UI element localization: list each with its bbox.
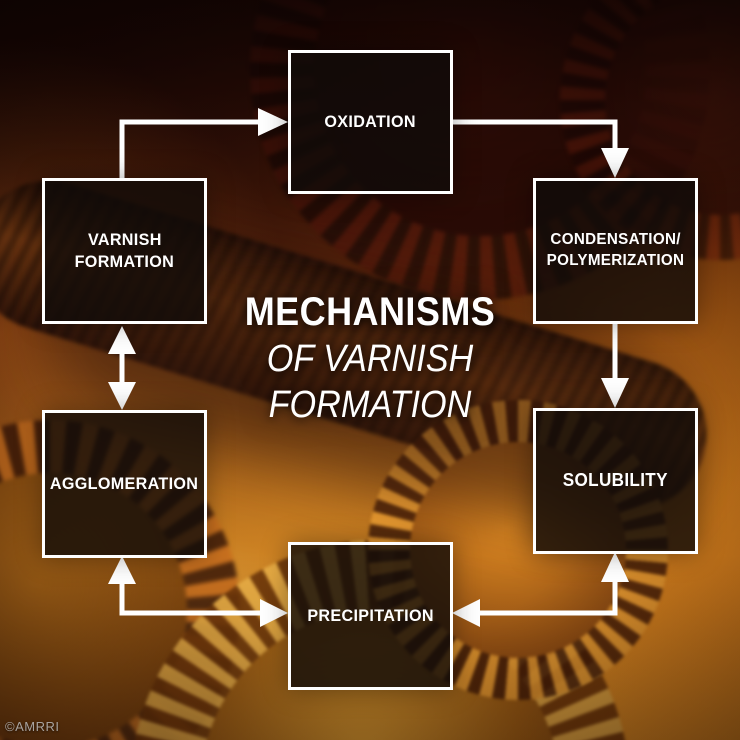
page-title: MECHANISMS OF VARNISH FORMATION (0, 292, 740, 424)
arrowhead-up-into-varnish-icon (108, 326, 136, 354)
arrow-oxidation-to-condensation (452, 119, 618, 150)
arrow-varnish-to-oxidation (119, 119, 260, 178)
node-label: CONDENSATION/ (550, 231, 681, 249)
node-oxidation: OXIDATION (288, 50, 453, 194)
node-label: VARNISH (87, 229, 162, 249)
arrowhead-up-into-solubility-icon (601, 552, 629, 582)
arrowhead-into-condensation-icon (601, 148, 629, 178)
title-line-2: OF VARNISH (266, 338, 474, 380)
node-varnish-formation: VARNISH FORMATION (42, 178, 207, 324)
arrowhead-into-precipitation-right-icon (260, 599, 288, 627)
arrowhead-up-into-agglomeration-icon (108, 556, 136, 584)
arrowhead-into-solubility-icon (601, 378, 629, 408)
arrowhead-into-oxidation-icon (258, 108, 288, 136)
node-label: AGGLOMERATION (50, 473, 199, 493)
copyright-watermark: ©AMRRI (5, 719, 60, 734)
arrowhead-down-into-agglomeration-icon (108, 382, 136, 410)
title-line-3: FORMATION (268, 384, 472, 426)
node-precipitation: PRECIPITATION (288, 542, 453, 690)
arrowhead-into-precipitation-left-icon (452, 599, 480, 627)
title-line-1: MECHANISMS (244, 290, 496, 334)
arrow-solubility-precipitation (480, 580, 618, 616)
node-label: PRECIPITATION (307, 605, 434, 625)
node-label: FORMATION (74, 252, 175, 271)
node-condensation-polymerization: CONDENSATION/ POLYMERIZATION (533, 178, 698, 324)
node-label: POLYMERIZATION (546, 252, 685, 269)
node-label: OXIDATION (324, 111, 417, 131)
node-agglomeration: AGGLOMERATION (42, 410, 207, 558)
arrow-precipitation-agglomeration (119, 584, 260, 616)
node-solubility: SOLUBILITY (533, 408, 698, 554)
node-label: SOLUBILITY (562, 470, 669, 491)
